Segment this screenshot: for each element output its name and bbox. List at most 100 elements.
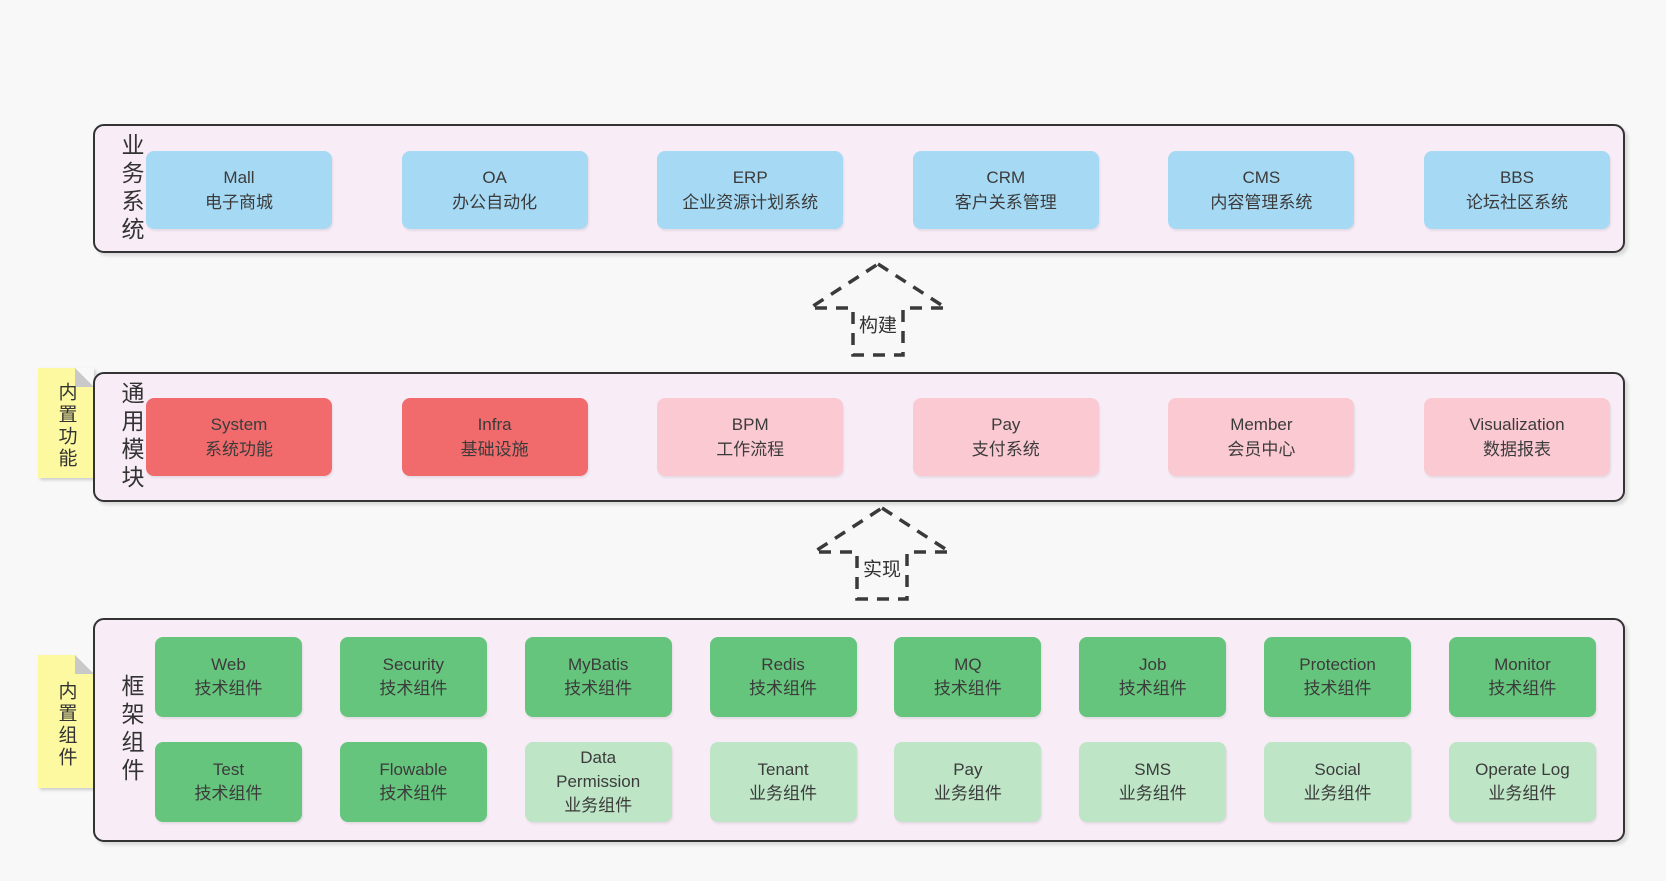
box-subtitle: 客户关系管理 xyxy=(954,193,1057,212)
box-subtitle: 业务组件 xyxy=(933,784,1002,803)
box-subtitle: 内容管理系统 xyxy=(1210,193,1313,212)
folded-corner-icon xyxy=(75,655,94,674)
tag-builtin-components: 内置组件 xyxy=(38,655,94,788)
box-subtitle: 技术组件 xyxy=(564,679,633,698)
box-subtitle: 系统功能 xyxy=(205,440,273,459)
section-label-modules: 通用模块 xyxy=(118,381,144,493)
box-job: Job 技术组件 xyxy=(1079,637,1227,717)
box-title: Visualization xyxy=(1469,415,1565,434)
box-title: Security xyxy=(382,655,445,674)
box-crm: CRM 客户关系管理 xyxy=(912,151,1099,229)
box-test: Test 技术组件 xyxy=(155,742,302,822)
box-subtitle: 电子商城 xyxy=(205,193,273,212)
box-cms: CMS 内容管理系统 xyxy=(1168,151,1355,229)
box-erp: ERP 企业资源计划系统 xyxy=(657,151,844,229)
box-title: BBS xyxy=(1499,168,1534,187)
box-title: System xyxy=(210,415,268,434)
box-title: Web xyxy=(211,655,246,674)
box-subtitle: 技术组件 xyxy=(1488,679,1557,698)
box-mybatis: MyBatis 技术组件 xyxy=(524,637,672,717)
box-title: Mall xyxy=(223,168,255,187)
modules-boxes-row: System 系统功能 Infra 基础设施 BPM 工作流程 Pay 支付系统… xyxy=(146,398,1610,476)
box-title: Pay xyxy=(991,415,1021,434)
business-boxes-row: Mall 电子商城 OA 办公自动化 ERP 企业资源计划系统 CRM 客户关系… xyxy=(146,151,1610,229)
box-social: Social 业务组件 xyxy=(1264,742,1412,822)
arrow-build-label: 构建 xyxy=(855,310,901,338)
box-security: Security 技术组件 xyxy=(339,637,487,717)
box-title: Social xyxy=(1314,760,1361,779)
box-subtitle: 业务组件 xyxy=(1118,784,1187,803)
box-data-permission: Data Permission 业务组件 xyxy=(524,742,672,822)
box-monitor: Monitor 技术组件 xyxy=(1448,637,1596,717)
box-subtitle: 技术组件 xyxy=(379,679,448,698)
box-operate-log: Operate Log 业务组件 xyxy=(1448,742,1596,822)
box-subtitle: 业务组件 xyxy=(1488,784,1557,803)
box-subtitle: 技术组件 xyxy=(749,679,818,698)
arrow-build: 构建 xyxy=(805,260,951,359)
box-title: Redis xyxy=(761,655,805,674)
box-redis: Redis 技术组件 xyxy=(709,637,857,717)
box-subtitle: 数据报表 xyxy=(1482,440,1551,459)
box-title: Protection xyxy=(1299,655,1376,674)
box-subtitle: 论坛社区系统 xyxy=(1465,193,1568,212)
box-subtitle: 业务组件 xyxy=(1303,784,1372,803)
box-subtitle: 业务组件 xyxy=(564,796,633,815)
framework-row-1: Web 技术组件 Security 技术组件 MyBatis 技术组件 Redi… xyxy=(155,637,1596,717)
up-arrow-icon xyxy=(805,261,951,357)
box-subtitle: 工作流程 xyxy=(716,440,785,459)
framework-row-2: Test 技术组件 Flowable 技术组件 Data Permission … xyxy=(155,742,1596,822)
box-visualization: Visualization 数据报表 xyxy=(1423,398,1610,476)
folded-corner-icon xyxy=(75,368,94,387)
tag-label: 内置组件 xyxy=(55,681,77,770)
section-label-framework: 框架组件 xyxy=(118,674,144,786)
box-title: Flowable xyxy=(379,760,448,779)
box-mq: MQ 技术组件 xyxy=(894,637,1042,717)
box-member: Member 会员中心 xyxy=(1168,398,1355,476)
box-subtitle: 技术组件 xyxy=(379,784,448,803)
box-flowable: Flowable 技术组件 xyxy=(339,742,487,822)
box-bbs: BBS 论坛社区系统 xyxy=(1423,151,1610,229)
box-tenant: Tenant 业务组件 xyxy=(709,742,857,822)
tag-label: 内置功能 xyxy=(55,382,77,471)
box-subtitle: 基础设施 xyxy=(460,440,529,459)
box-pay-module: Pay 支付系统 xyxy=(912,398,1099,476)
box-web: Web 技术组件 xyxy=(155,637,302,717)
box-title: BPM xyxy=(731,415,769,434)
box-title: Tenant xyxy=(757,760,809,779)
box-subtitle: 会员中心 xyxy=(1227,440,1296,459)
box-title: Member xyxy=(1230,415,1293,434)
box-subtitle: 技术组件 xyxy=(194,784,263,803)
box-title: Pay xyxy=(953,760,983,779)
box-pay-component: Pay 业务组件 xyxy=(894,742,1042,822)
box-title: Monitor xyxy=(1494,655,1551,674)
box-title: CRM xyxy=(986,168,1026,187)
box-subtitle: 技术组件 xyxy=(194,679,263,698)
box-title: MyBatis xyxy=(567,655,629,674)
box-subtitle: 技术组件 xyxy=(1118,679,1187,698)
box-sms: SMS 业务组件 xyxy=(1079,742,1227,822)
box-bpm: BPM 工作流程 xyxy=(657,398,844,476)
box-title: CMS xyxy=(1242,168,1281,187)
box-title: Job xyxy=(1139,655,1167,674)
box-infra: Infra 基础设施 xyxy=(401,398,588,476)
box-subtitle: 企业资源计划系统 xyxy=(682,193,819,212)
box-oa: OA 办公自动化 xyxy=(401,151,588,229)
box-title: SMS xyxy=(1134,760,1172,779)
box-system: System 系统功能 xyxy=(146,398,332,476)
section-common-modules: 通用模块 System 系统功能 Infra 基础设施 BPM 工作流程 Pay… xyxy=(93,372,1625,502)
box-subtitle: 办公自动化 xyxy=(452,193,538,212)
tag-builtin-features: 内置功能 xyxy=(38,368,94,478)
box-title: Operate Log xyxy=(1475,760,1570,779)
box-subtitle: 技术组件 xyxy=(933,679,1002,698)
section-business-systems: 业务系统 Mall 电子商城 OA 办公自动化 ERP 企业资源计划系统 CRM… xyxy=(93,124,1625,253)
box-mall: Mall 电子商城 xyxy=(146,151,332,229)
box-title: Data Permission xyxy=(556,748,641,791)
box-title: Infra xyxy=(477,415,512,434)
box-subtitle: 技术组件 xyxy=(1303,679,1372,698)
box-title: MQ xyxy=(954,655,982,674)
section-framework-components: 框架组件 Web 技术组件 Security 技术组件 MyBatis 技术组件… xyxy=(93,618,1625,842)
box-subtitle: 业务组件 xyxy=(749,784,818,803)
box-protection: Protection 技术组件 xyxy=(1264,637,1412,717)
arrow-implement-label: 实现 xyxy=(859,554,905,582)
